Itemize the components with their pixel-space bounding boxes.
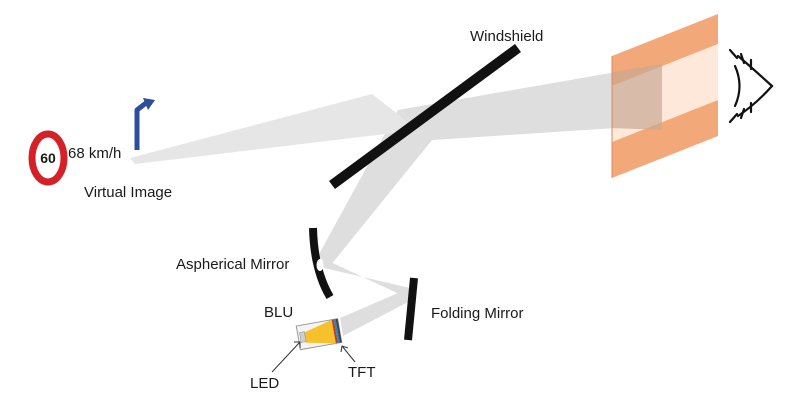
beam-aspherical-to-windshield bbox=[318, 110, 432, 266]
tft-panel bbox=[331, 319, 338, 344]
label-tft: TFT bbox=[348, 364, 376, 381]
label-folding-mirror: Folding Mirror bbox=[431, 305, 524, 322]
speed-limit-value: 60 bbox=[40, 150, 56, 166]
picture-generation-unit bbox=[295, 318, 343, 351]
led-pointer-head bbox=[294, 341, 301, 348]
label-aspherical-mirror: Aspherical Mirror bbox=[176, 256, 289, 273]
label-virtual-image: Virtual Image bbox=[84, 184, 172, 201]
label-led: LED bbox=[250, 375, 279, 392]
label-windshield: Windshield bbox=[470, 28, 543, 45]
arrow-head bbox=[143, 98, 155, 110]
aspherical-mirror-highlight bbox=[316, 259, 324, 271]
light-beam bbox=[130, 72, 616, 336]
blu-light-cone bbox=[303, 319, 336, 344]
beam-tft-to-folding bbox=[340, 288, 412, 336]
eye-box bbox=[611, 14, 718, 178]
windshield bbox=[329, 43, 521, 190]
tft-pointer bbox=[341, 345, 356, 363]
beam-windshield-to-eye bbox=[398, 72, 616, 140]
eyebox-bottom-band bbox=[612, 100, 718, 178]
eyebox-beam-overlay bbox=[612, 64, 662, 130]
tft-pointer-head bbox=[340, 345, 349, 353]
eye-icon bbox=[728, 48, 774, 124]
tft-layer-2 bbox=[333, 319, 340, 344]
label-blu: BLU bbox=[264, 304, 293, 321]
folding-mirror bbox=[404, 277, 418, 341]
led-element bbox=[299, 331, 307, 343]
led-pointer bbox=[271, 341, 301, 373]
turn-right-arrow-icon bbox=[134, 98, 155, 150]
sign-ring bbox=[28, 130, 68, 186]
current-speed: 68 km/h bbox=[68, 145, 121, 162]
speed-limit-sign-icon: 60 bbox=[28, 130, 68, 186]
beam-folding-to-aspherical bbox=[322, 258, 412, 300]
tft-layer-3 bbox=[335, 318, 342, 343]
beam-virtual-image bbox=[130, 94, 418, 164]
